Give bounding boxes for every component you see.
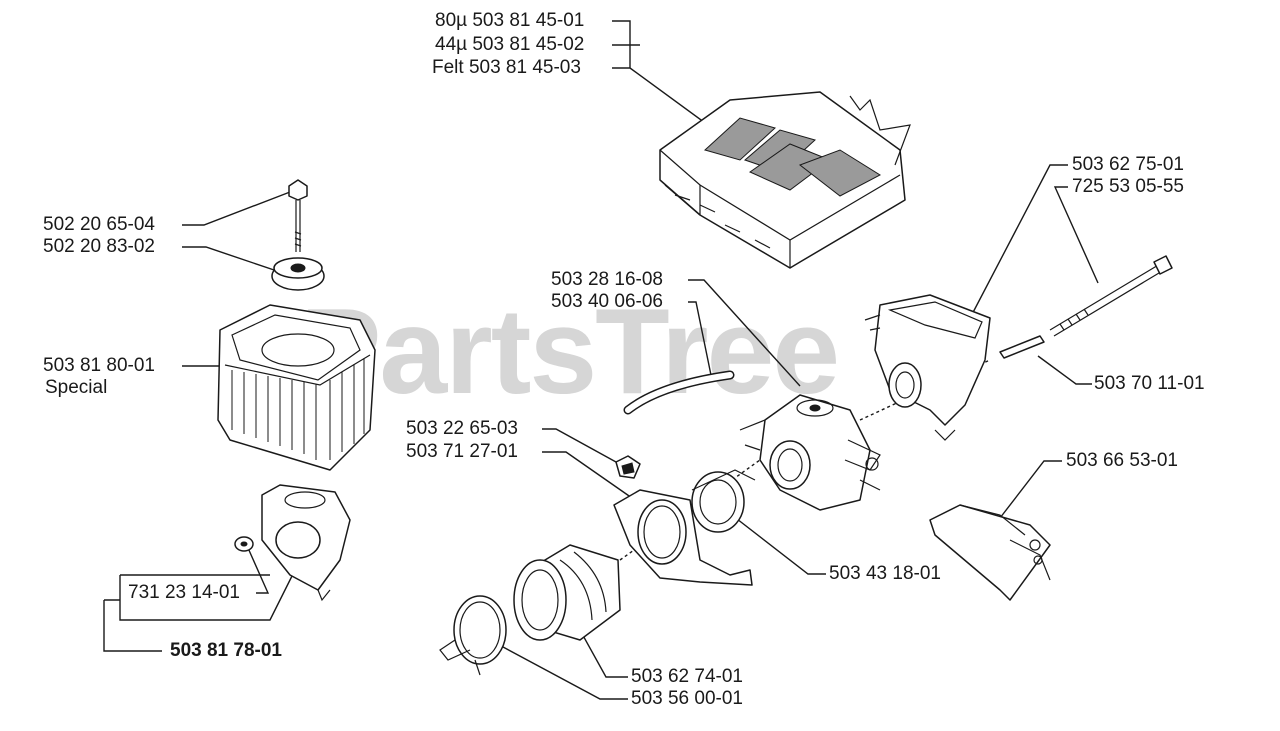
part-label-air-filter[interactable]: 503 81 80-01 xyxy=(43,355,155,376)
clamp-ring-part xyxy=(691,469,756,533)
part-label-filter-felt[interactable]: Felt 503 81 45-03 xyxy=(432,57,581,78)
part-label-clamp-ring[interactable]: 503 43 18-01 xyxy=(829,563,941,584)
part-label-intake-a[interactable]: 503 62 75-01 xyxy=(1072,154,1184,175)
carburetor-part xyxy=(739,394,881,511)
choke-part xyxy=(929,504,1051,601)
part-label-assembly[interactable]: 503 81 78-01 xyxy=(170,640,282,661)
fuel-hose-part xyxy=(623,370,735,415)
part-label-nut[interactable]: 502 20 83-02 xyxy=(43,236,155,257)
part-label-filter-44u[interactable]: 44µ 503 81 45-02 xyxy=(435,34,585,55)
watermark: PartsTree xyxy=(300,283,840,419)
part-label-grommet[interactable]: 731 23 14-01 xyxy=(128,582,240,603)
grommet-part xyxy=(234,536,254,552)
intake-housing-left-part xyxy=(261,484,351,602)
part-label-boot[interactable]: 503 62 74-01 xyxy=(631,666,743,687)
gasket-part xyxy=(615,455,641,479)
part-label-hose-b[interactable]: 503 40 06-06 xyxy=(551,291,663,312)
nut-part xyxy=(271,257,325,291)
long-bolt-part xyxy=(1049,255,1173,337)
part-label-hose-a[interactable]: 503 28 16-08 xyxy=(551,269,663,290)
part-label-air-filter-note: Special xyxy=(45,377,108,398)
part-label-bolt[interactable]: 502 20 65-04 xyxy=(43,214,155,235)
part-label-holder[interactable]: 503 71 27-01 xyxy=(406,441,518,462)
filter-cover-part xyxy=(659,91,911,269)
part-label-choke[interactable]: 503 66 53-01 xyxy=(1066,450,1178,471)
part-label-intake-b[interactable]: 725 53 05-55 xyxy=(1072,176,1184,197)
part-label-filter-80u[interactable]: 80µ 503 81 45-01 xyxy=(435,10,585,31)
pin-part xyxy=(999,335,1045,359)
bolt-part xyxy=(288,179,308,252)
part-label-hose-clamp[interactable]: 503 56 00-01 xyxy=(631,688,743,709)
intake-holder-part xyxy=(613,489,753,586)
part-label-gasket[interactable]: 503 22 65-03 xyxy=(406,418,518,439)
intake-boot-part xyxy=(513,544,621,641)
intake-manifold-right-part xyxy=(864,294,991,441)
air-filter-part xyxy=(217,304,376,471)
part-label-pin[interactable]: 503 70 11-01 xyxy=(1094,373,1205,394)
hose-clamp-part xyxy=(439,595,507,676)
